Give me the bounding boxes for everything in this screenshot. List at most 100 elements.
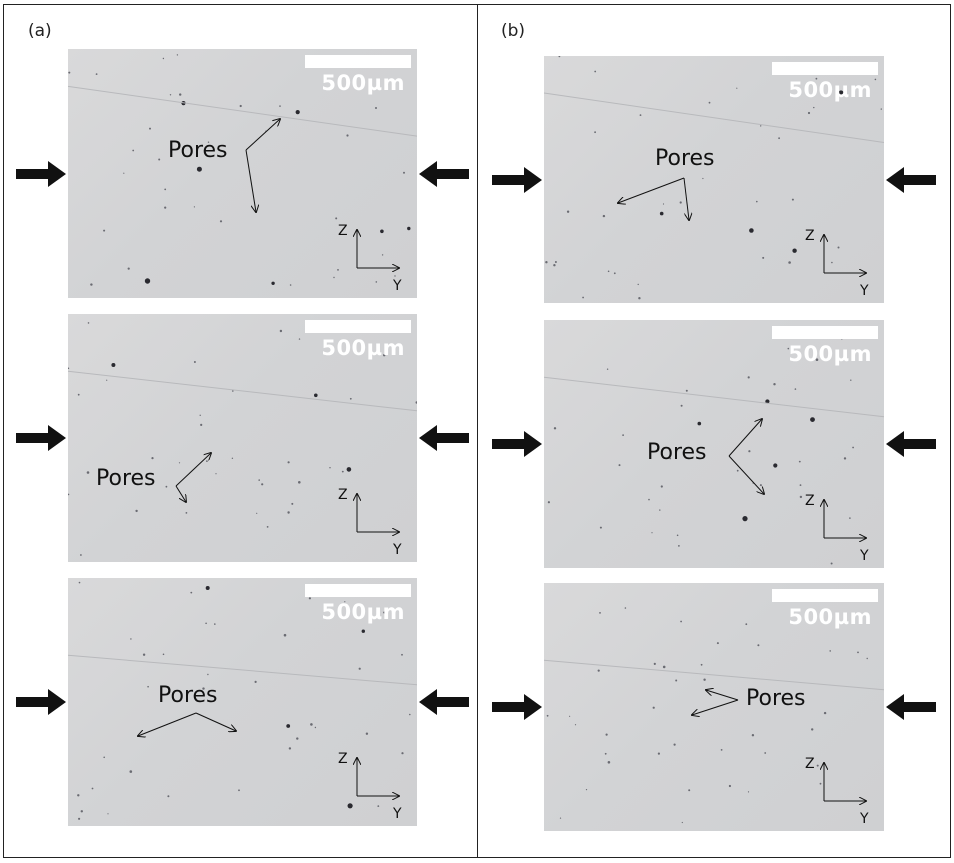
pore-dot xyxy=(238,789,240,792)
pore-dot xyxy=(607,270,610,273)
pore-dot xyxy=(158,158,161,161)
pore-dot xyxy=(239,104,242,108)
pore-dot xyxy=(843,457,847,460)
pore-dot xyxy=(394,275,396,277)
pore-dot xyxy=(271,281,275,285)
direction-arrow-left-icon xyxy=(886,431,936,457)
pore-dot xyxy=(401,752,404,755)
pore-texture xyxy=(544,337,884,565)
axis-z-label: Z xyxy=(805,756,815,772)
pore-pointer-line xyxy=(138,712,197,736)
pore-dot xyxy=(314,726,317,729)
pore-pointer-line xyxy=(618,177,685,203)
pore-dot xyxy=(558,56,561,58)
pore-dot xyxy=(602,214,606,218)
pore-dot xyxy=(773,463,778,468)
pore-dot xyxy=(829,650,831,652)
pore-pointer-line xyxy=(728,455,764,494)
pore-dot xyxy=(383,611,386,614)
pore-dot xyxy=(279,105,281,107)
pore-dot xyxy=(764,752,767,754)
pore-dot xyxy=(831,261,833,264)
micrograph-panel-a-1: 500µm xyxy=(68,49,417,298)
axis-y-label: Y xyxy=(393,542,402,558)
pore-pointer-line xyxy=(728,419,762,457)
pore-dot xyxy=(165,485,168,488)
pore-dot xyxy=(553,427,557,430)
pores-label: Pores xyxy=(158,683,218,708)
pore-dot xyxy=(314,393,318,398)
pore-dot xyxy=(857,651,859,654)
pore-dot xyxy=(123,172,125,174)
pore-dot xyxy=(106,379,108,381)
pore-dot xyxy=(205,622,207,625)
pore-dot xyxy=(78,581,81,584)
pore-dot xyxy=(344,601,346,603)
pore-dot xyxy=(720,749,723,751)
pore-dot xyxy=(798,460,801,463)
pore-pointer-line xyxy=(245,119,280,151)
pore-dot xyxy=(381,254,384,256)
micrograph-panel-a-2: 500µm xyxy=(68,314,417,562)
pore-dot xyxy=(298,481,301,484)
pore-dot xyxy=(799,484,802,486)
pore-dot xyxy=(207,141,210,143)
pores-label: Pores xyxy=(647,440,707,465)
pore-dot xyxy=(377,805,380,807)
pore-dot xyxy=(80,810,83,813)
pore-dot xyxy=(700,663,703,666)
pore-dot xyxy=(286,724,291,728)
pore-texture xyxy=(68,581,417,820)
pore-dot xyxy=(685,389,688,392)
pore-dot xyxy=(289,284,292,286)
direction-arrow-right-icon xyxy=(492,694,542,720)
pore-dot xyxy=(594,70,597,73)
axis-z-label: Z xyxy=(338,223,348,239)
pore-dot xyxy=(256,512,258,514)
scale-bar xyxy=(305,55,411,68)
pore-dot xyxy=(639,114,642,116)
pore-dot xyxy=(346,134,349,137)
pore-dot xyxy=(574,724,577,726)
micrograph-panel-b-2: 500µm xyxy=(544,320,884,568)
pore-dot xyxy=(383,354,386,357)
pore-dot xyxy=(196,166,202,172)
pore-dot xyxy=(415,401,417,404)
pore-dot xyxy=(745,623,748,626)
pore-dot xyxy=(759,484,762,487)
pore-dot xyxy=(545,261,548,264)
pore-dot xyxy=(653,662,656,665)
scale-label: 500µm xyxy=(788,605,872,629)
pore-dot xyxy=(773,383,776,386)
pore-dot xyxy=(680,620,682,623)
pore-dot xyxy=(756,200,758,203)
direction-arrow-left-icon xyxy=(419,425,469,451)
pores-label: Pores xyxy=(168,138,228,163)
pore-dot xyxy=(638,297,641,300)
pore-dot xyxy=(815,358,819,361)
pore-dot xyxy=(794,388,797,390)
scale-label: 500µm xyxy=(788,342,872,366)
pore-dot xyxy=(103,756,105,759)
pore-dot xyxy=(659,509,661,511)
pore-dot xyxy=(607,761,611,764)
scale-label: 500µm xyxy=(788,78,872,102)
pore-dot xyxy=(559,817,562,819)
pore-dot xyxy=(409,713,411,716)
pore-dot xyxy=(866,657,868,660)
pore-dot xyxy=(546,714,549,717)
pore-dot xyxy=(346,467,352,472)
pore-dot xyxy=(830,562,833,565)
pore-dot xyxy=(361,629,365,633)
pore-dot xyxy=(77,794,80,797)
pore-dot xyxy=(708,101,711,104)
pore-dot xyxy=(810,417,815,422)
pore-dot xyxy=(716,642,719,645)
pore-dot xyxy=(811,728,814,731)
column-divider xyxy=(477,4,479,858)
pore-dot xyxy=(329,467,331,469)
scale-bar xyxy=(305,584,411,597)
scratch-line xyxy=(68,370,417,412)
pore-dot xyxy=(792,248,797,253)
